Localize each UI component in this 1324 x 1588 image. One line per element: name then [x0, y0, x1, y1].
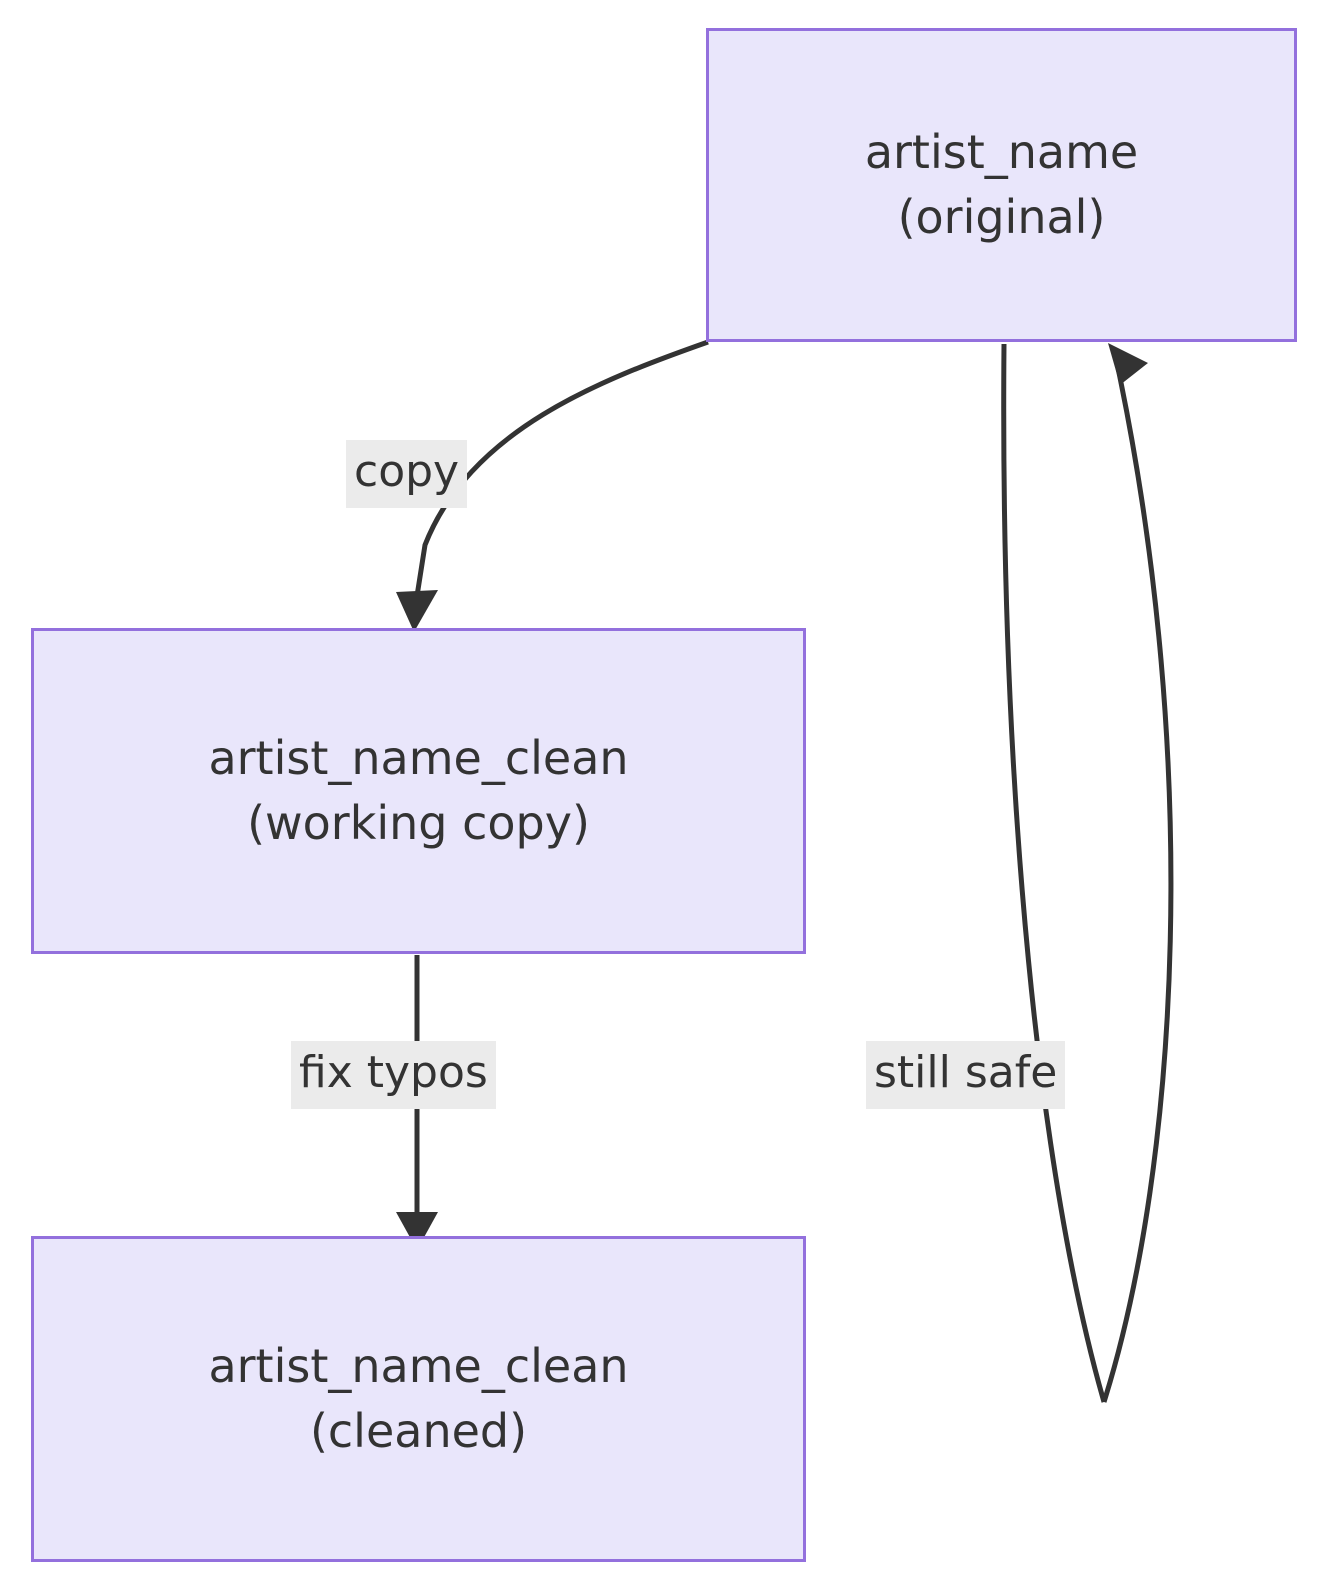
- node-label-line-2: (cleaned): [309, 1404, 528, 1458]
- edge-label-fix-typos: fix typos: [291, 1041, 496, 1109]
- node-label-line-1: artist_name: [864, 124, 1139, 179]
- node-label-line-1: artist_name_clean: [208, 1338, 629, 1393]
- still-safe-edge-arrowhead: [1108, 343, 1148, 385]
- node-artist-name-clean-working-copy[interactable]: artist_name_clean (working copy): [31, 628, 806, 954]
- node-label-line-1: artist_name_clean: [208, 730, 629, 785]
- edge-label-still-safe: still safe: [866, 1041, 1066, 1109]
- node-artist-name-clean-cleaned[interactable]: artist_name_clean (cleaned): [31, 1236, 806, 1562]
- fix-typos-edge-arrowhead: [396, 1212, 438, 1250]
- still-safe-edge-path: [1001, 343, 1107, 1403]
- node-label-line-2: (original): [897, 190, 1106, 244]
- node-artist-name-original[interactable]: artist_name (original): [706, 28, 1297, 342]
- copy-edge-arrowhead: [396, 590, 438, 632]
- node-label-line-2: (working copy): [247, 796, 590, 850]
- edge-label-copy: copy: [346, 440, 468, 508]
- copy-edge-path: [414, 339, 709, 597]
- still-safe-edge-return-path: [1101, 367, 1174, 1403]
